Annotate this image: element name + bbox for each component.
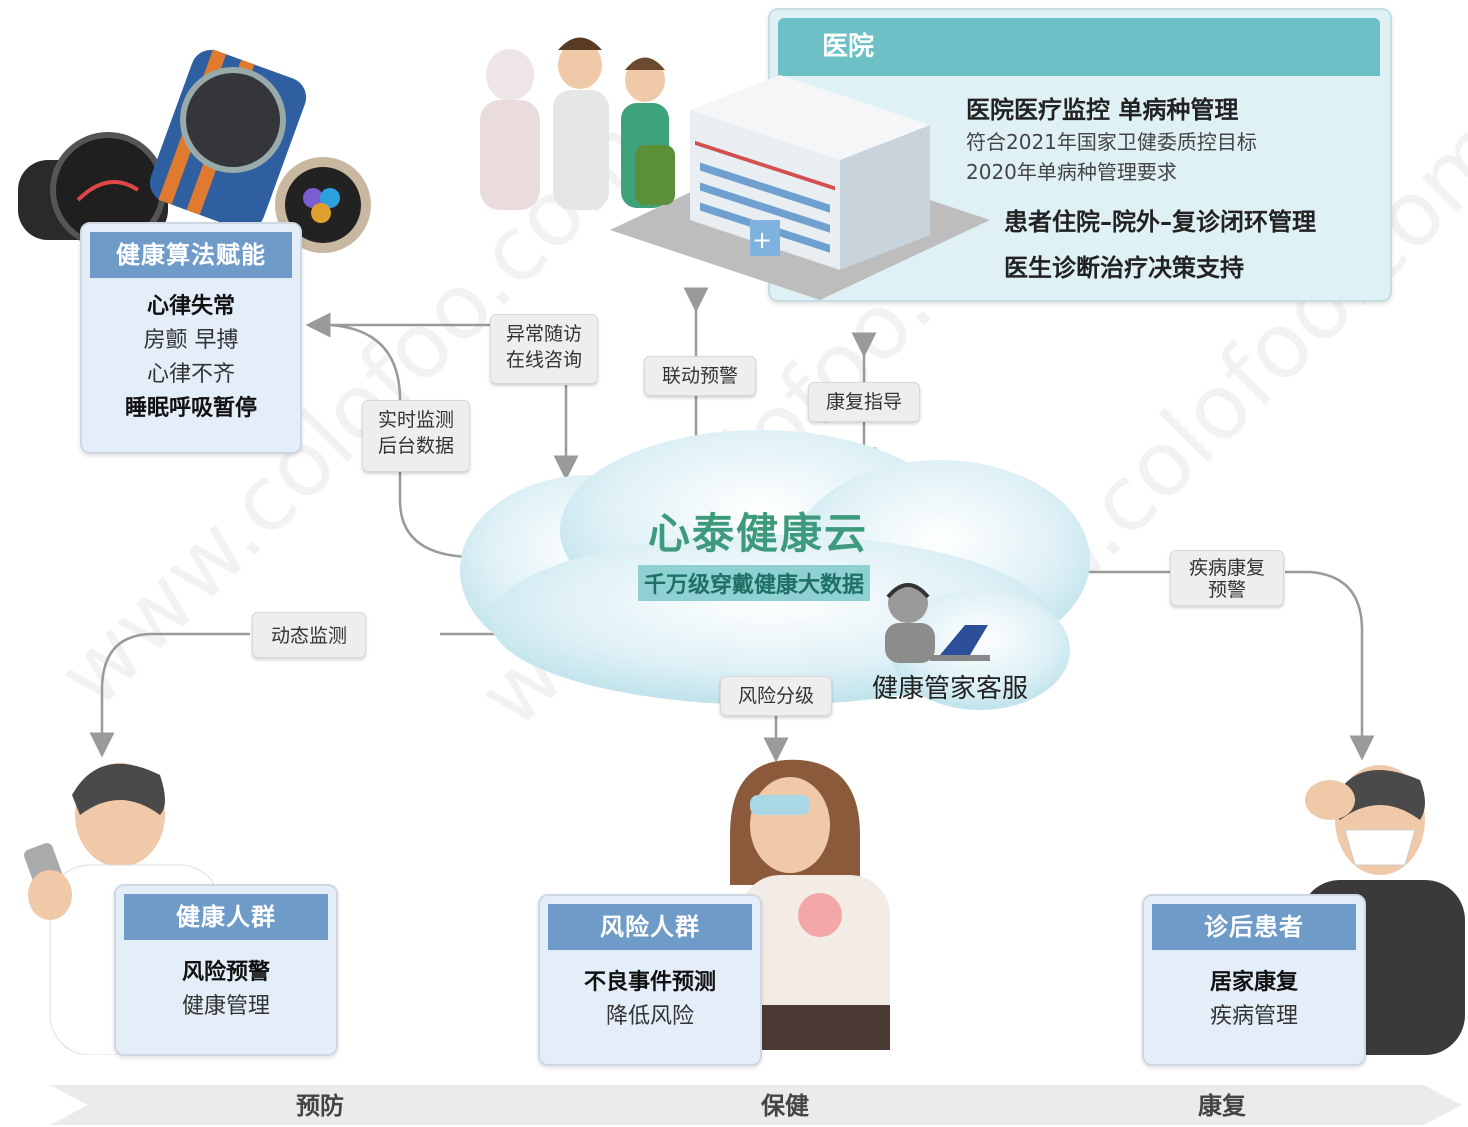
hospital-line-monitoring: 医院医疗监控 单病种管理 [966,96,1239,124]
tag-followup-line: 异常随访 [505,323,582,345]
hospital-line-closed-loop: 患者住院–院外–复诊闭环管理 [1004,208,1316,236]
algorithm-item: 心律不齐 [146,362,235,387]
group-card-line: 疾病管理 [1209,1004,1298,1029]
tag-recovery-line: 预警 [1207,579,1246,601]
tag-followup-line: 在线咨询 [505,349,582,371]
hospital-line-standard-2020: 2020年单病种管理要求 [966,160,1177,184]
group-card-line: 降低风险 [605,1004,694,1029]
group-card-title: 诊后患者 [1152,904,1356,950]
hospital-tab: 医院 [778,18,1380,76]
tag-risk-grade: 风险分级 [720,676,832,716]
tag-realtime-line: 实时监测 [377,409,454,431]
group-card-line: 健康管理 [181,994,270,1019]
group-card-title: 风险人群 [548,904,752,950]
algorithm-card-title: 健康算法赋能 [90,232,292,278]
tag-dynamic: 动态监测 [252,612,366,658]
risk-person-image [730,759,890,1050]
hospital-panel: 医院 医院医疗监控 单病种管理 符合2021年国家卫健委质控目标 2020年单病… [768,8,1392,302]
service-label: 健康管家客服 [872,674,1029,704]
group-card-line: 居家康复 [1209,970,1298,995]
hospital-line-standard-2021: 符合2021年国家卫健委质控目标 [966,130,1257,154]
group-card-risk: 风险人群 不良事件预测 降低风险 [538,894,762,1066]
medical-staff-image [480,37,675,210]
algorithm-card: 健康算法赋能 心律失常 房颤 早搏 心律不齐 睡眠呼吸暂停 [80,222,302,454]
cloud-subtitle: 千万级穿戴健康大数据 [638,565,871,601]
phase-prevention: 预防 [50,1085,590,1125]
group-card-healthy: 健康人群 风险预警 健康管理 [114,884,338,1056]
hospital-line-decision-support: 医生诊断治疗决策支持 [1004,254,1244,282]
algorithm-item: 房颤 早搏 [143,328,239,353]
smartwatches-image [18,49,371,253]
arrow-dynamic-to-person [89,632,250,758]
group-card-line: 不良事件预测 [583,970,716,995]
tag-recovery-warning: 疾病康复 预警 [1170,550,1284,606]
tag-rehab-guide: 康复指导 [808,382,920,422]
cloud-title: 心泰健康云 [648,509,869,558]
tag-followup: 异常随访 在线咨询 [490,314,598,384]
group-card-title: 健康人群 [124,894,328,940]
tag-realtime: 实时监测 后台数据 [362,400,470,472]
tag-linkage: 联动预警 [644,356,756,396]
group-card-patient: 诊后患者 居家康复 疾病管理 [1142,894,1366,1066]
group-card-line: 风险预警 [181,960,270,985]
tag-recovery-line: 疾病康复 [1188,557,1265,579]
algorithm-item: 心律失常 [146,294,235,319]
phase-rehabilitation: 康复 [982,1085,1462,1125]
algorithm-item: 睡眠呼吸暂停 [124,396,257,421]
hospital-building-image: + [610,75,990,300]
service-agent-icon [885,583,990,663]
phase-healthcare: 保健 [540,1085,1030,1125]
svg-text:+: + [752,226,772,254]
tag-realtime-line: 后台数据 [377,435,454,457]
arrow-recovery-to-patient [1285,570,1375,761]
